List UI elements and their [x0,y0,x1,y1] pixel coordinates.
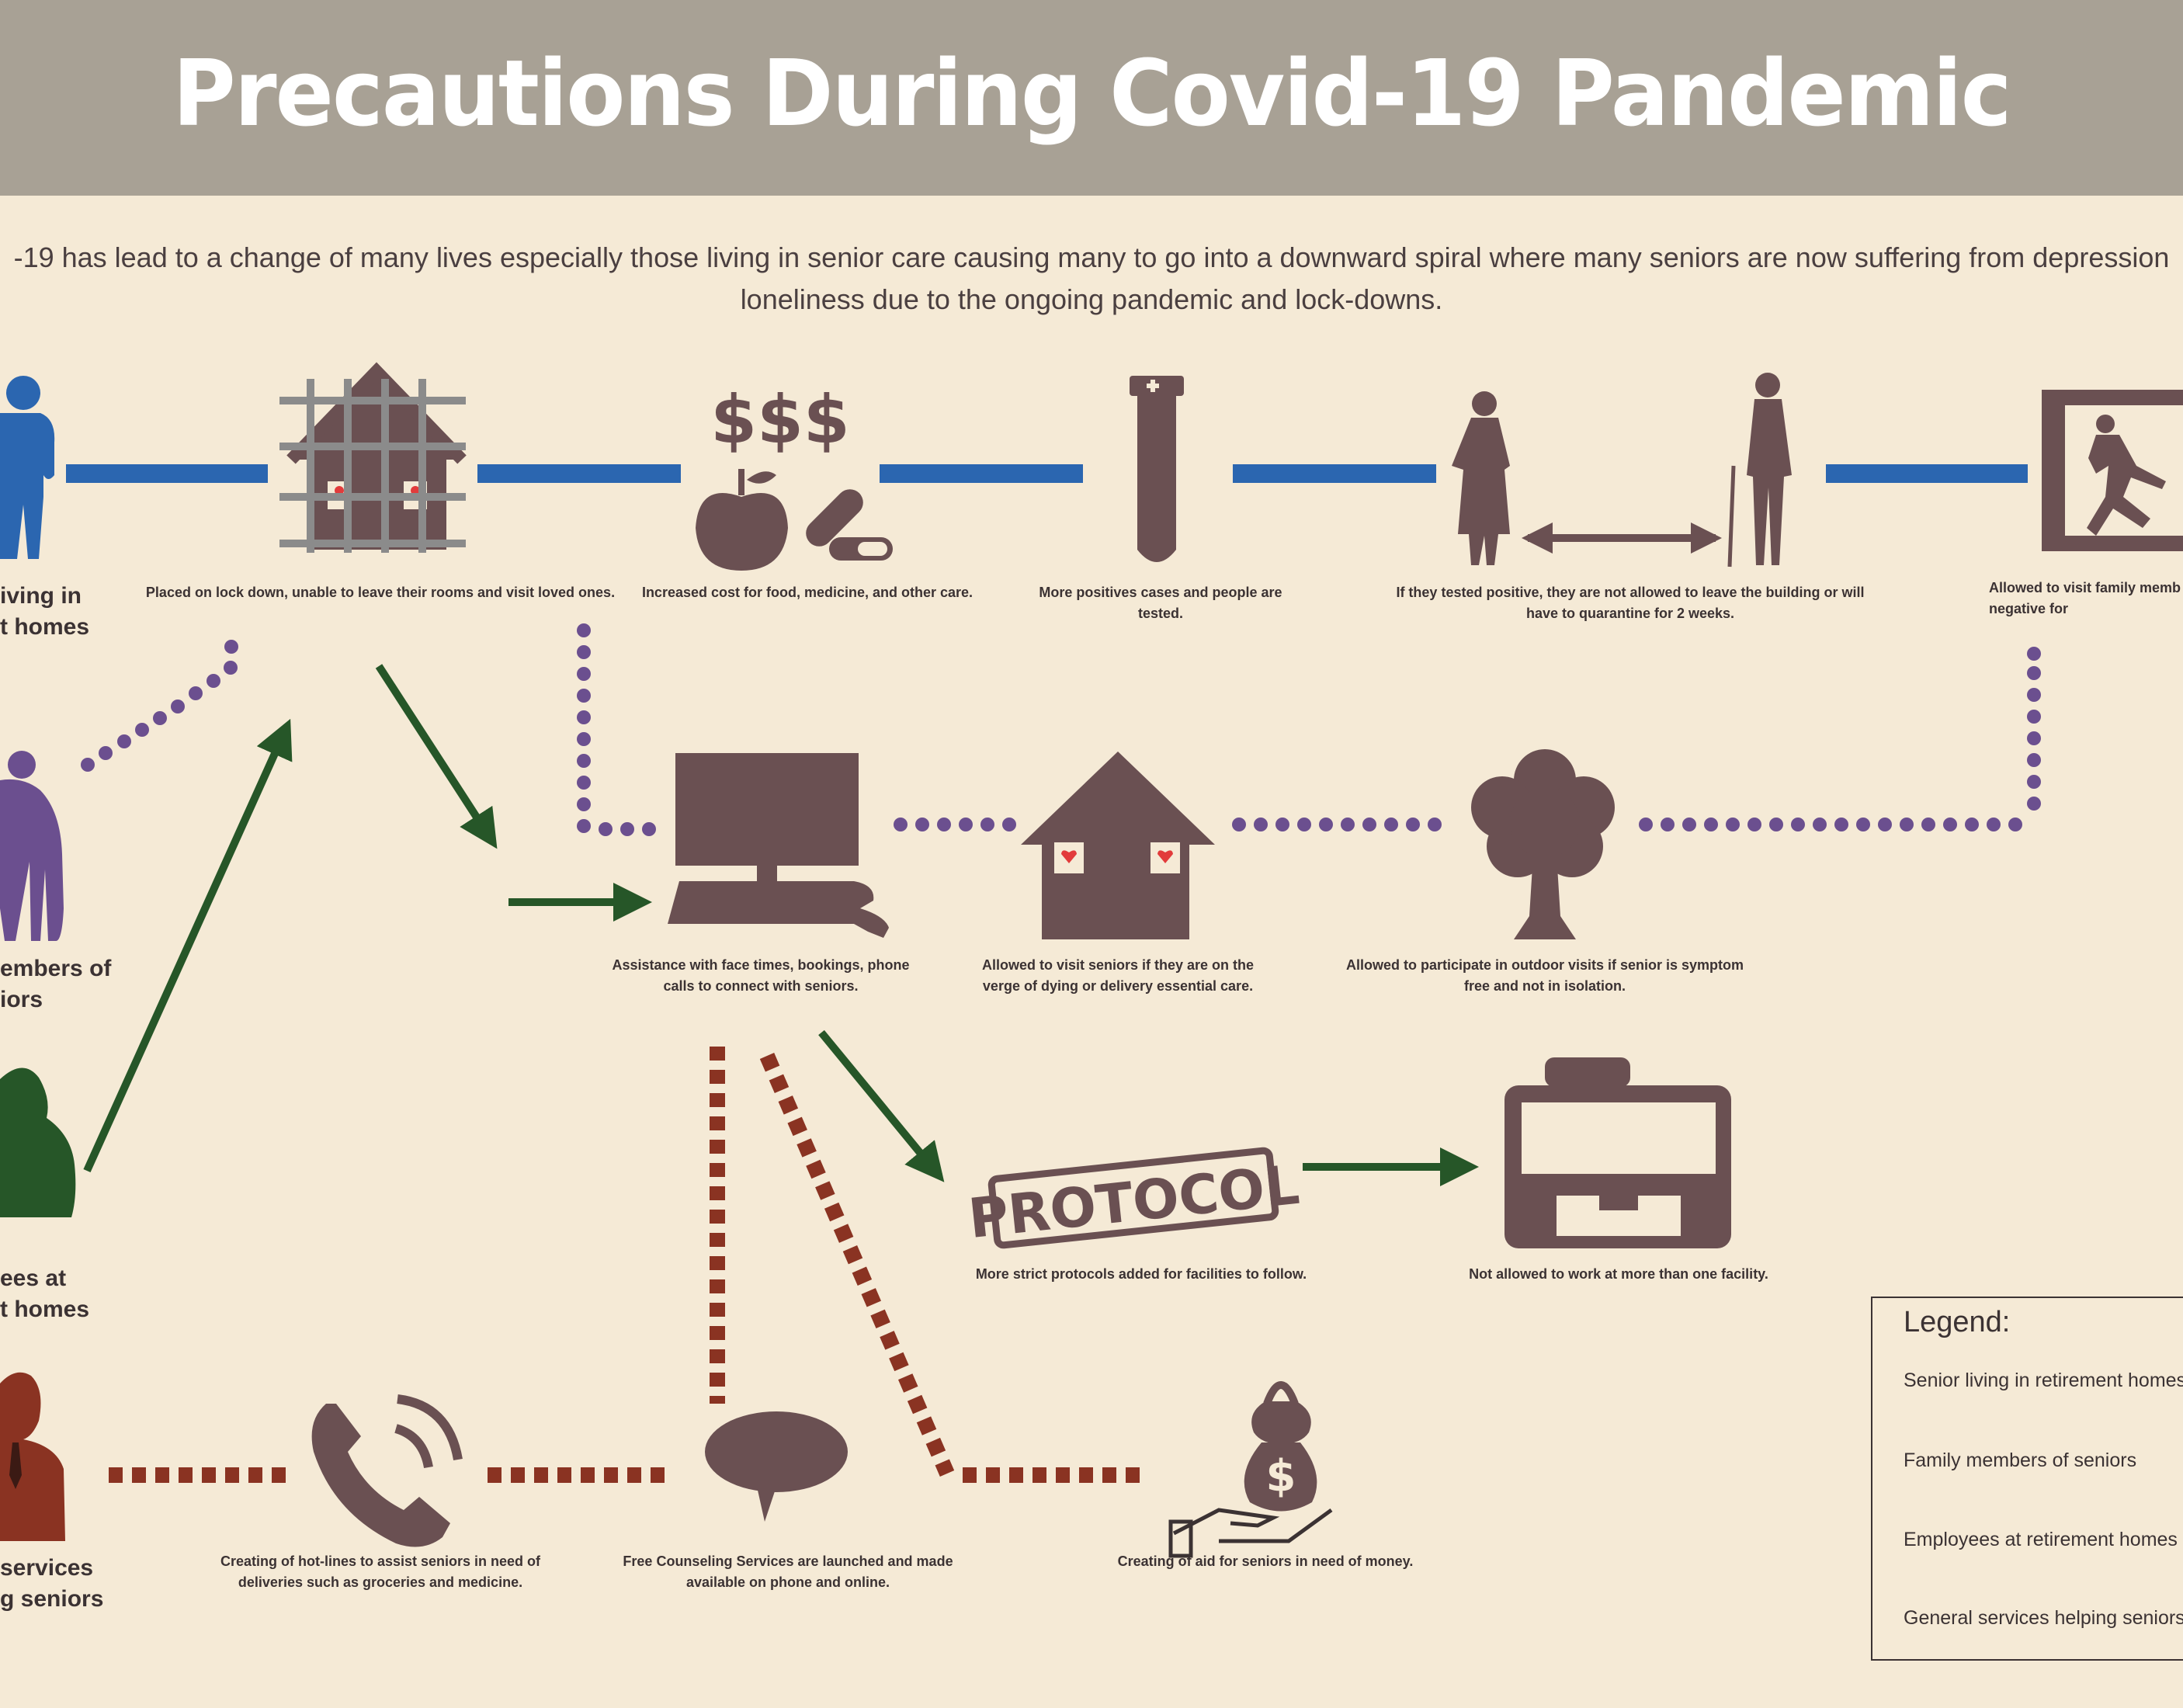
computer-icon [668,753,889,938]
employee-figure-icon [0,1068,76,1217]
intro-line-2: loneliness due to the ongoing pandemic a… [740,283,1443,315]
caption-outdoor: Allowed to participate in outdoor visits… [1345,957,1744,994]
seniors-label-line-2: t homes [0,614,90,640]
legend-box: Legend: Senior living in retirement home… [1871,1297,2183,1661]
food-medicine-cost-icon: $$$ [696,381,893,571]
speech-bubble-icon [705,1411,848,1522]
caption-one-facility: Not allowed to work at more than one fac… [1469,1266,1768,1282]
header-bar: Precautions During Covid-19 Pandemic [0,0,2183,196]
blue-connectors [66,464,2028,483]
services-label-line-2: g seniors [0,1586,104,1612]
services-label: services g seniors [0,1553,103,1615]
svg-text:$: $ [1266,1451,1296,1501]
legend-item-seniors: Senior living in retirement homes [1904,1370,2183,1391]
caption-hotlines: Creating of hot-lines to assist seniors … [220,1554,541,1590]
page-title: Precautions During Covid-19 Pandemic [172,40,2011,147]
tree-icon [1471,749,1615,939]
red-dashed-connectors [109,1047,1149,1483]
caption-quarantine: If they tested positive, they are not al… [1396,585,1865,621]
services-figure-icon [0,1372,65,1541]
intro-line-1: -19 has lead to a change of many lives e… [13,241,2170,273]
senior-figure-icon [0,376,55,559]
seniors-label: iving in t homes [0,581,89,643]
legend-item-employees: Employees at retirement homes [1904,1529,2178,1550]
legend-item-services: General services helping seniors [1904,1607,2183,1629]
purple-dotted-connectors [81,623,2041,836]
phone-icon [311,1394,463,1547]
legend-item-family: Family members of seniors [1904,1449,2137,1471]
caption-visit-family: Allowed to visit family memb tested nega… [1989,580,2183,616]
green-arrows [83,664,1479,1186]
caption-cost: Increased cost for food, medicine, and o… [641,585,974,600]
protocol-stamp-icon: PROTOCOL [966,1147,1302,1251]
family-figure-icon [0,751,64,941]
legend-title: Legend: [1904,1306,2011,1338]
exit-sign-icon [2042,390,2183,551]
employees-label: ees at t homes [0,1263,89,1325]
seniors-label-line-1: iving in [0,583,82,609]
caption-assist: Assistance with face times, bookings, ph… [612,957,910,994]
quarantine-seniors-icon [1452,373,1792,568]
caption-aid: Creating of aid for seniors in need of m… [1117,1554,1414,1569]
intro-text: -19 has lead to a change of many lives e… [0,237,2183,321]
employees-label-line-1: ees at [0,1265,67,1291]
caption-visit-dying: Allowed to visit seniors if they are on … [981,957,1255,994]
family-label-line-1: embers of [0,956,112,981]
caption-lockdown: Placed on lock down, unable to leave the… [145,585,616,600]
family-label: embers of iors [0,953,111,1015]
house-hearts-icon [1021,752,1215,939]
services-label-line-1: services [0,1555,94,1581]
caption-counseling: Free Counseling Services are launched an… [623,1554,953,1590]
test-tube-icon [1130,376,1184,562]
family-label-line-2: iors [0,987,43,1012]
dollar-signs-text: $$$ [710,381,850,459]
caption-tested: More positives cases and people are test… [1039,585,1282,621]
caption-protocol: More strict protocols added for faciliti… [975,1266,1307,1282]
money-hand-icon: $ [1168,1381,1333,1558]
employees-label-line-2: t homes [0,1297,90,1322]
toolbox-icon [1504,1057,1731,1248]
house-in-jail-icon [279,362,467,553]
